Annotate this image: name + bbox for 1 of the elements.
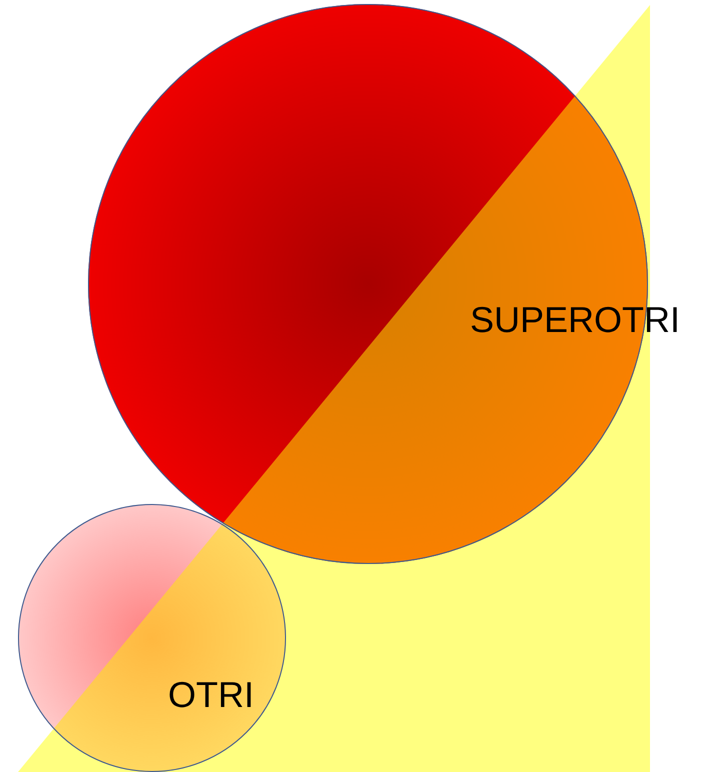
circle-label: OTRI <box>168 677 254 713</box>
